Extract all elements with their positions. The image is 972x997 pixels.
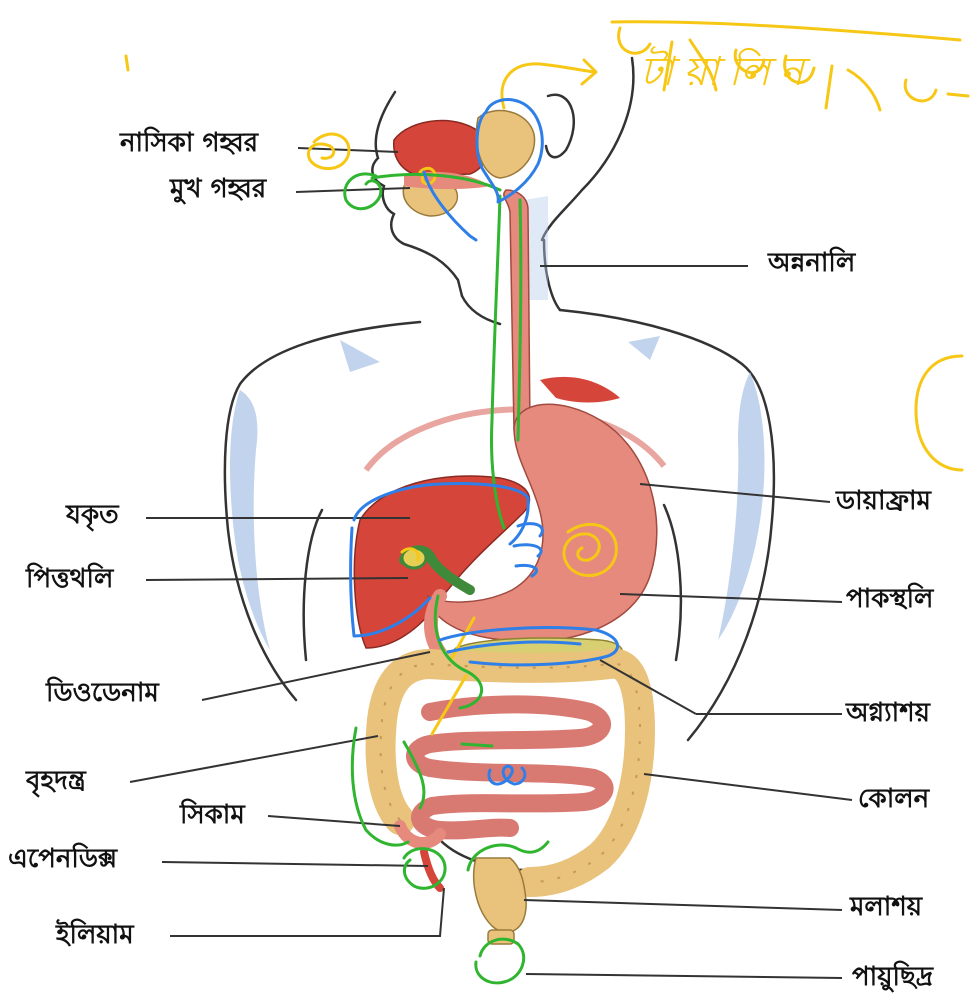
leader-diaphragm <box>640 484 830 502</box>
yellow-tick-mark <box>126 56 128 70</box>
yellow-big-circle <box>916 356 962 470</box>
label-gallbladder: পিত্তথলি <box>26 566 113 592</box>
chest-left <box>304 510 322 660</box>
label-oral-cavity: মুখ গহ্বর <box>170 176 266 202</box>
label-stomach: পাকস্থলি <box>846 586 933 612</box>
label-anus: পায়ুছিদ্র <box>852 964 933 990</box>
leader-colon <box>644 774 852 800</box>
label-colon: কোলন <box>858 786 929 812</box>
yellow-note-bar <box>612 22 960 40</box>
rectum-shape <box>474 858 526 932</box>
yellow-scribble-nasal <box>308 134 349 168</box>
leader-anus <box>526 974 842 978</box>
green-anus-loop <box>476 939 524 983</box>
label-ileum: ইলিয়াম <box>56 922 134 948</box>
ear <box>546 95 574 157</box>
handwritten-note: টায়ালিন <box>640 40 814 107</box>
label-pancreas: অগ্ন্যাশয় <box>846 700 930 726</box>
label-esophagus: অন্ননালি <box>768 250 855 276</box>
nasal-cavity-shape <box>394 121 488 176</box>
chest-right <box>664 505 681 660</box>
label-cecum: সিকাম <box>180 802 245 828</box>
left-clavicle-shade <box>340 340 380 372</box>
esophagus-shape <box>504 190 530 430</box>
label-duodenum: ডিওডেনাম <box>46 680 159 706</box>
green-small-int <box>462 744 492 746</box>
leader-oral <box>296 188 410 192</box>
leader-large-intestine <box>130 736 378 782</box>
leader-appendix <box>162 862 428 866</box>
right-clavicle-shade <box>628 336 660 360</box>
label-appendix: এপেনডিক্স <box>8 846 117 872</box>
label-liver: যকৃত <box>66 502 119 528</box>
label-nasal-cavity: নাসিকা গহ্বর <box>120 130 258 156</box>
back-of-head <box>542 58 633 240</box>
leader-ileum <box>170 888 444 936</box>
label-rectum: মলাশয় <box>850 894 922 920</box>
stomach-fundus <box>540 377 620 403</box>
leader-rectum <box>524 900 842 910</box>
label-large-intestine: বৃহদন্ত্র <box>26 768 86 794</box>
salivary-gland-upper <box>476 111 534 178</box>
label-diaphragm: ডায়াফ্রাম <box>836 488 931 514</box>
left-arm-shade <box>230 390 270 650</box>
